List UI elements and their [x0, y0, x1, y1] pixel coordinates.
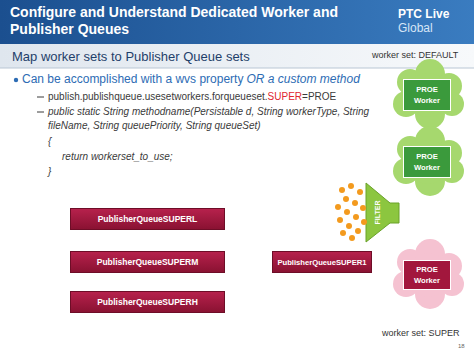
filter-label: FILTER	[371, 189, 385, 235]
box-text: PublisherQueueSUPERH	[97, 297, 198, 307]
code-line: publish.publishqueue.usesetworkers.forqu…	[48, 90, 336, 103]
code-text: =PROE	[302, 91, 336, 102]
worker-cloud	[393, 59, 464, 129]
box-text: PublisherQueueSUPER1	[277, 258, 366, 267]
code-highlight: SUPER	[268, 91, 302, 102]
bullet-text: OR a custom method	[246, 72, 359, 86]
filter-text: FILTER	[375, 200, 382, 224]
bullet-text: Can be accomplished with a wvs property	[22, 72, 243, 86]
logo-text: PTC Live	[398, 7, 449, 21]
code-text: }	[48, 166, 51, 177]
code-text: return workerset_to_use;	[62, 151, 173, 162]
dash-mark	[37, 112, 44, 113]
set-label: worker set: SUPER	[382, 328, 460, 338]
queue-box: PublisherQueueSUPER1	[272, 251, 372, 273]
worker-box: PROE Worker	[403, 260, 451, 290]
bullet-dot	[14, 78, 18, 82]
dash-mark	[37, 97, 44, 98]
box-text: PublisherQueueSUPERM	[97, 257, 199, 267]
worker-cloud	[393, 126, 464, 196]
slide-title: Configure and Understand Dedicated Worke…	[10, 4, 380, 38]
code-text: {	[48, 136, 51, 147]
subtitle: Map worker sets to Publisher Queue sets	[12, 49, 250, 64]
queue-box: PublisherQueueSUPERL	[70, 208, 225, 230]
box-text: PROE Worker	[404, 84, 450, 106]
set-label: worker set: DEFAULT	[372, 50, 458, 60]
title-bar	[0, 0, 474, 44]
code-text: public static String methodname(Persista…	[48, 105, 390, 133]
bullet-line: Can be accomplished with a wvs propertyO…	[22, 72, 360, 87]
box-text: PublisherQueueSUPERL	[98, 214, 198, 224]
code-text: publish.publishqueue.usesetworkers.forqu…	[48, 91, 268, 102]
box-text: PROE Worker	[404, 151, 450, 173]
filter-funnel	[366, 183, 399, 242]
box-text: PROE Worker	[404, 264, 450, 286]
worker-box: PROE Worker	[403, 79, 451, 111]
job-dots	[335, 183, 367, 241]
queue-box: PublisherQueueSUPERH	[70, 291, 225, 313]
worker-cloud	[393, 239, 464, 309]
queue-box: PublisherQueueSUPERM	[70, 251, 225, 273]
logo-text: Global	[398, 21, 433, 35]
subtitle-band	[0, 44, 474, 68]
page-number: 18	[458, 343, 465, 349]
band-rule	[0, 68, 474, 69]
worker-box: PROE Worker	[403, 146, 451, 178]
